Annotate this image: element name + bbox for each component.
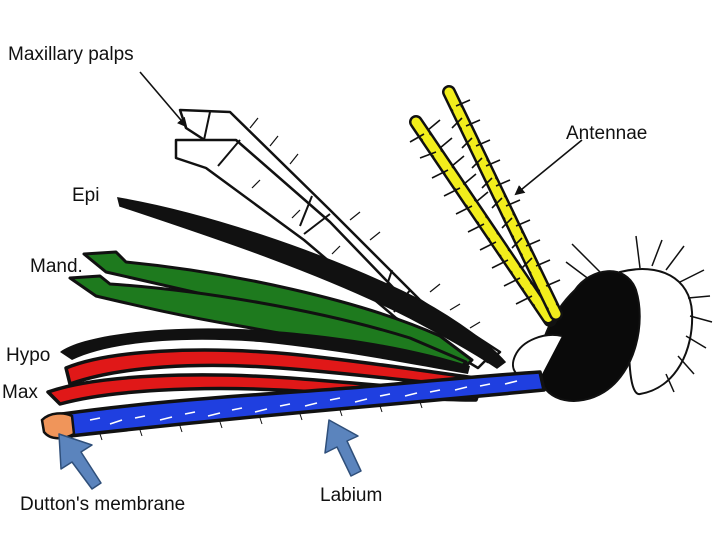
antennae xyxy=(409,85,563,327)
labium-arrow xyxy=(324,419,362,477)
label-mand: Mand. xyxy=(30,256,83,277)
hypopharynx xyxy=(60,328,470,374)
label-labium: Labium xyxy=(320,485,383,506)
label-epi: Epi xyxy=(72,185,100,206)
label-duttons-membrane: Dutton's membrane xyxy=(20,494,186,515)
head xyxy=(512,235,713,402)
duttons-membrane xyxy=(40,412,76,440)
maxillary-palps-pointer xyxy=(139,71,188,128)
antennae-pointer xyxy=(514,139,583,196)
duttons-membrane-arrow xyxy=(58,433,102,490)
label-maxillary-palps: Maxillary palps xyxy=(8,44,134,65)
label-antennae: Antennae xyxy=(566,123,648,144)
labium xyxy=(60,370,546,441)
label-hypo: Hypo xyxy=(6,345,51,366)
epipharynx xyxy=(116,197,507,369)
label-max: Max xyxy=(2,382,38,403)
